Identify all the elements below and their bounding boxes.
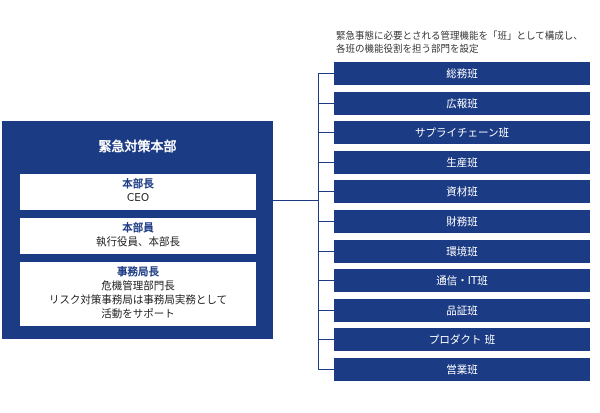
role-title: 事務局長 <box>117 266 159 278</box>
team-box: 財務班 <box>334 210 590 233</box>
headquarters-title: 緊急対策本部 <box>98 140 177 155</box>
role-title: 本部員 <box>122 222 154 234</box>
teams-note-line: 緊急事態に必要とされる管理機能を「班」として構成し、 <box>336 31 583 42</box>
team-connector <box>318 103 334 104</box>
team-connector <box>318 221 334 222</box>
role-desc: 活動をサポート <box>101 308 175 320</box>
team-box: 環境班 <box>334 240 590 263</box>
emergency-headquarters-box: 緊急対策本部 本部長 CEO 本部員 執行役員、本部長 事務局長 危機管理部門長… <box>2 121 273 339</box>
role-title: 本部長 <box>122 178 154 190</box>
role-desc: CEO <box>126 192 150 204</box>
team-box: 営業班 <box>334 358 590 381</box>
role-desc: 執行役員、本部長 <box>96 236 180 248</box>
team-connector <box>318 339 334 340</box>
role-desc: 危機管理部門長 <box>101 280 175 292</box>
role-box-members: 本部員 執行役員、本部長 <box>20 218 256 254</box>
team-box: プロダクト 班 <box>334 328 590 351</box>
team-box: 資材班 <box>334 180 590 203</box>
team-box: サプライチェーン班 <box>334 121 590 144</box>
role-box-secretariat: 事務局長 危機管理部門長 リスク対策事務局は事務局実務として 活動をサポート <box>20 262 256 326</box>
teams-note: 緊急事態に必要とされる管理機能を「班」として構成し、 各班の機能役割を担う部門を… <box>336 31 596 56</box>
role-box-director: 本部長 CEO <box>20 174 256 210</box>
role-desc: リスク対策事務局は事務局実務として <box>48 294 228 306</box>
team-connector <box>318 280 334 281</box>
team-box: 通信・IT班 <box>334 269 590 292</box>
team-connector <box>318 369 334 370</box>
team-box: 生産班 <box>334 151 590 174</box>
team-connector <box>318 162 334 163</box>
team-box: 品証班 <box>334 299 590 322</box>
team-box: 広報班 <box>334 92 590 115</box>
team-connector <box>318 73 334 74</box>
team-box: 総務班 <box>334 62 590 85</box>
team-connector <box>318 132 334 133</box>
team-connector <box>318 251 334 252</box>
connector-main <box>273 200 318 201</box>
team-connector <box>318 310 334 311</box>
team-connector <box>318 191 334 192</box>
teams-note-line: 各班の機能役割を担う部門を設定 <box>336 43 479 55</box>
